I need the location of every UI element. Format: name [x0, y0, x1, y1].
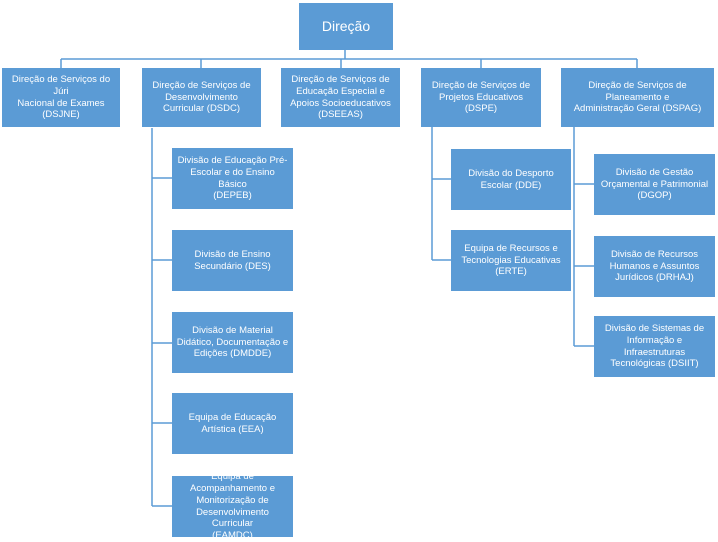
node-dsdc: Direção de Serviços de Desenvolvimento C…	[142, 68, 261, 127]
node-des: Divisão de Ensino Secundário (DES)	[172, 230, 293, 291]
node-erte: Equipa de Recursos e Tecnologias Educati…	[451, 230, 571, 291]
node-dspe: Direção de Serviços de Projetos Educativ…	[421, 68, 541, 127]
node-dsjne: Direção de Serviços do Júri Nacional de …	[2, 68, 120, 127]
node-dmdde: Divisão de Material Didático, Documentaç…	[172, 312, 293, 373]
node-dseeas: Direção de Serviços de Educação Especial…	[281, 68, 400, 127]
node-dde: Divisão do Desporto Escolar (DDE)	[451, 149, 571, 210]
node-dspag: Direção de Serviços de Planeamento e Adm…	[561, 68, 714, 127]
node-direcao: Direção	[299, 3, 393, 50]
node-eea: Equipa de Educação Artística (EEA)	[172, 393, 293, 454]
node-depeb: Divisão de Educação Pré- Escolar e do En…	[172, 148, 293, 209]
node-dgop: Divisão de Gestão Orçamental e Patrimoni…	[594, 154, 715, 215]
node-eamdc: Equipa de Acompanhamento e Monitorização…	[172, 471, 293, 541]
node-dsiit: Divisão de Sistemas de Informação e Infr…	[594, 316, 715, 377]
node-drhaj: Divisão de Recursos Humanos e Assuntos J…	[594, 236, 715, 297]
